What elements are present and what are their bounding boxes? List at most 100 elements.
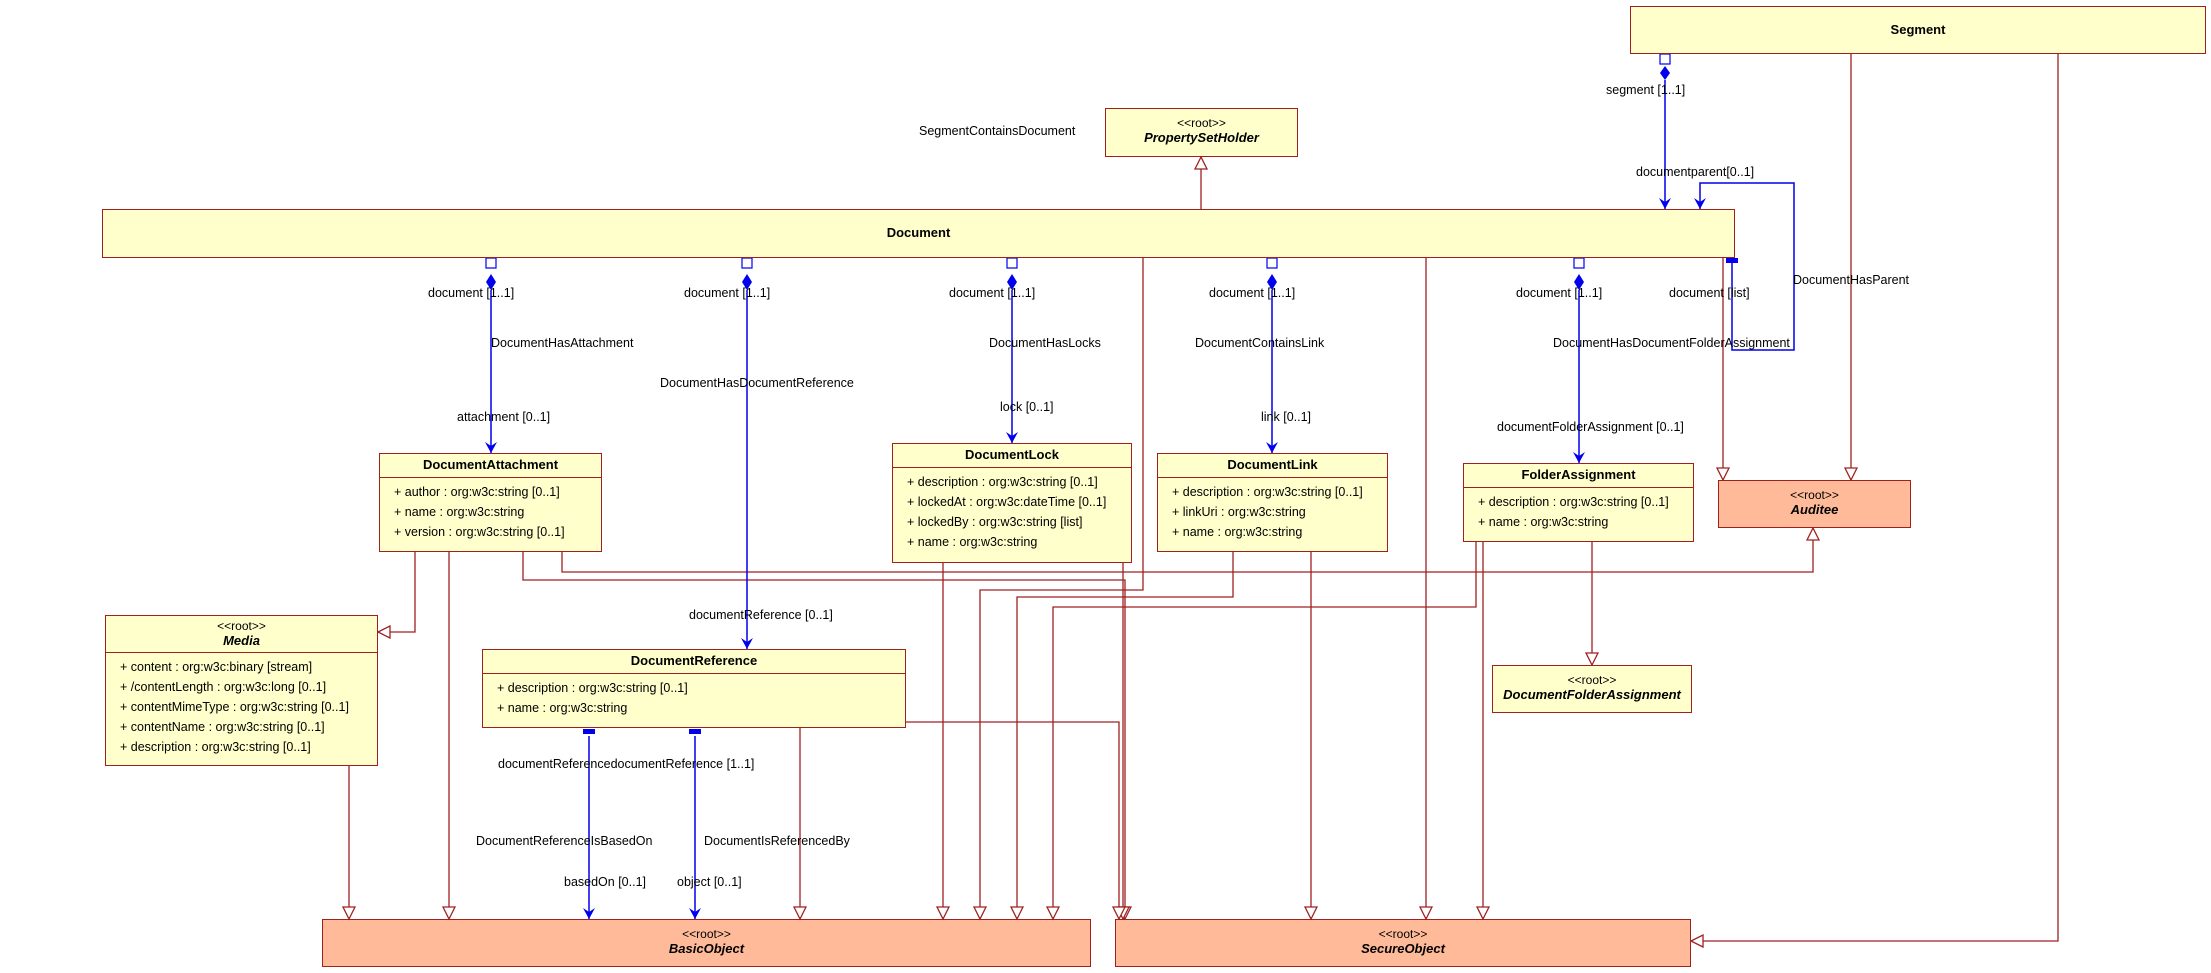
class-name: SecureObject xyxy=(1361,941,1445,956)
generalization-attachment-media xyxy=(378,552,416,632)
composition-diamond-lock xyxy=(1007,274,1017,290)
class-name: DocumentLink xyxy=(1227,457,1318,472)
stereotype: <<root>> xyxy=(1177,116,1226,130)
navigability-square-link xyxy=(1266,257,1278,269)
label-object-role: object [0..1] xyxy=(677,875,742,889)
composition-diamond-attachment xyxy=(486,274,496,290)
label-document-role-5: document [1..1] xyxy=(1516,286,1603,300)
class-document-lock[interactable]: DocumentLock + description : org:w3c:str… xyxy=(892,443,1132,563)
attribute-compartment: + description : org:w3c:string [0..1] + … xyxy=(893,467,1131,554)
class-document-link[interactable]: DocumentLink + description : org:w3c:str… xyxy=(1157,453,1388,552)
attribute: + name : org:w3c:string xyxy=(1172,525,1303,539)
label-document-reference-overlap: documentReferencedocumentReference [1..1… xyxy=(498,757,755,771)
attribute-compartment: + description : org:w3c:string [0..1] + … xyxy=(1464,487,1693,534)
label-document-contains-link: DocumentContainsLink xyxy=(1195,336,1325,350)
stereotype: <<root>> xyxy=(1790,488,1839,502)
label-document-role-3: document [1..1] xyxy=(949,286,1036,300)
end-marker-document-list xyxy=(1726,258,1738,263)
attribute: + description : org:w3c:string [0..1] xyxy=(907,475,1098,489)
navigability-square-folder xyxy=(1573,257,1585,269)
label-document-role-2: document [1..1] xyxy=(684,286,771,300)
attribute-compartment: + description : org:w3c:string [0..1] + … xyxy=(1158,477,1387,544)
class-folder-assignment[interactable]: FolderAssignment + description : org:w3c… xyxy=(1463,463,1694,542)
composition-diamond-segment xyxy=(1660,66,1670,80)
label-document-has-document-folder-assignment: DocumentHasDocumentFolderAssignment xyxy=(1553,336,1790,350)
attribute: + description : org:w3c:string [0..1] xyxy=(120,740,311,754)
composition-diamond-link xyxy=(1267,274,1277,290)
class-name: Auditee xyxy=(1790,502,1839,517)
class-segment[interactable]: Segment xyxy=(1630,6,2206,54)
attribute: + version : org:w3c:string [0..1] xyxy=(394,525,565,539)
label-document-role-overlap: documentparent[0..1] xyxy=(1636,165,1755,179)
end-marker-reference-2 xyxy=(689,729,701,734)
label-document-has-document-reference: DocumentHasDocumentReference xyxy=(660,376,854,390)
class-property-set-holder[interactable]: <<root>> PropertySetHolder xyxy=(1105,108,1298,157)
class-basic-object[interactable]: <<root>> BasicObject xyxy=(322,919,1091,967)
label-document-reference-is-based-on: DocumentReferenceIsBasedOn xyxy=(476,834,653,848)
navigability-square-attachment xyxy=(485,257,497,269)
attribute: + contentName : org:w3c:string [0..1] xyxy=(120,720,325,734)
end-marker-reference-1 xyxy=(583,729,595,734)
attribute: + contentMimeType : org:w3c:string [0..1… xyxy=(120,700,349,714)
class-name: DocumentReference xyxy=(630,653,758,668)
attribute: + lockedBy : org:w3c:string [list] xyxy=(907,515,1083,529)
attribute: + name : org:w3c:string xyxy=(1478,515,1609,529)
stereotype: <<root>> xyxy=(1567,673,1617,687)
label-lock-role: lock [0..1] xyxy=(1000,400,1054,414)
attribute-compartment: + description : org:w3c:string [0..1] + … xyxy=(483,673,905,720)
class-name: DocumentFolderAssignment xyxy=(1503,687,1681,702)
attribute: + /contentLength : org:w3c:long [0..1] xyxy=(120,680,327,694)
association-document-has-parent xyxy=(1694,182,1795,351)
label-segment-contains-document: SegmentContainsDocument xyxy=(919,124,1076,138)
class-name: FolderAssignment xyxy=(1521,467,1636,482)
class-document-reference[interactable]: DocumentReference + description : org:w3… xyxy=(482,649,906,728)
label-document-is-referenced-by: DocumentIsReferencedBy xyxy=(704,834,850,848)
label-document-role-4: document [1..1] xyxy=(1209,286,1296,300)
label-based-on-role: basedOn [0..1] xyxy=(564,875,647,889)
label-document-has-locks: DocumentHasLocks xyxy=(989,336,1101,350)
generalization-folderassignment-basicobject xyxy=(1053,542,1477,919)
attribute: + author : org:w3c:string [0..1] xyxy=(394,485,560,499)
generalization-attachment-secureobject xyxy=(522,552,1125,919)
class-name: Media xyxy=(223,633,260,648)
attribute: + linkUri : org:w3c:string xyxy=(1172,505,1306,519)
attribute: + description : org:w3c:string [0..1] xyxy=(1478,495,1669,509)
class-media[interactable]: <<root>> Media + content : org:w3c:binar… xyxy=(105,615,378,766)
class-name: BasicObject xyxy=(668,941,745,956)
attribute: + content : org:w3c:binary [stream] xyxy=(120,660,313,674)
attribute-compartment: + author : org:w3c:string [0..1] + name … xyxy=(380,477,601,544)
navigability-square-lock xyxy=(1006,257,1018,269)
attribute: + lockedAt : org:w3c:dateTime [0..1] xyxy=(907,495,1107,509)
stereotype: <<root>> xyxy=(682,927,731,941)
label-document-has-attachment: DocumentHasAttachment xyxy=(491,336,634,350)
composition-diamond-reference xyxy=(742,274,752,290)
class-document[interactable]: Document xyxy=(102,209,1735,258)
class-auditee[interactable]: <<root>> Auditee xyxy=(1718,480,1911,528)
attribute: + description : org:w3c:string [0..1] xyxy=(1172,485,1363,499)
generalization-link-basicobject xyxy=(1017,552,1234,919)
generalization-document-basicobject xyxy=(980,258,1144,919)
label-segment-role: segment [1..1] xyxy=(1606,83,1686,97)
class-document-attachment[interactable]: DocumentAttachment + author : org:w3c:st… xyxy=(379,453,602,552)
attribute: + name : org:w3c:string xyxy=(394,505,525,519)
generalization-attachment-auditee xyxy=(561,528,1813,573)
class-secure-object[interactable]: <<root>> SecureObject xyxy=(1115,919,1691,967)
label-document-reference-role: documentReference [0..1] xyxy=(689,608,833,622)
class-name: PropertySetHolder xyxy=(1144,130,1259,145)
navigability-square-reference xyxy=(741,257,753,269)
generalization-documentreference-secureobject xyxy=(906,721,1119,919)
generalization-segment-secureobject xyxy=(1691,54,2059,941)
attribute: + name : org:w3c:string xyxy=(907,535,1038,549)
stereotype: <<root>> xyxy=(217,619,266,633)
composition-diamond-folder xyxy=(1574,274,1584,290)
class-name: Document xyxy=(886,225,951,240)
label-document-folder-assignment-role: documentFolderAssignment [0..1] xyxy=(1497,420,1684,434)
attribute: + description : org:w3c:string [0..1] xyxy=(497,681,688,695)
attribute-compartment: + content : org:w3c:binary [stream] + /c… xyxy=(106,652,377,759)
label-document-role-1: document [1..1] xyxy=(428,286,515,300)
label-attachment-role: attachment [0..1] xyxy=(457,410,551,424)
class-name: Segment xyxy=(1890,22,1946,37)
label-document-has-parent: DocumentHasParent xyxy=(1793,273,1910,287)
class-document-folder-assignment[interactable]: <<root>> DocumentFolderAssignment xyxy=(1492,665,1692,713)
